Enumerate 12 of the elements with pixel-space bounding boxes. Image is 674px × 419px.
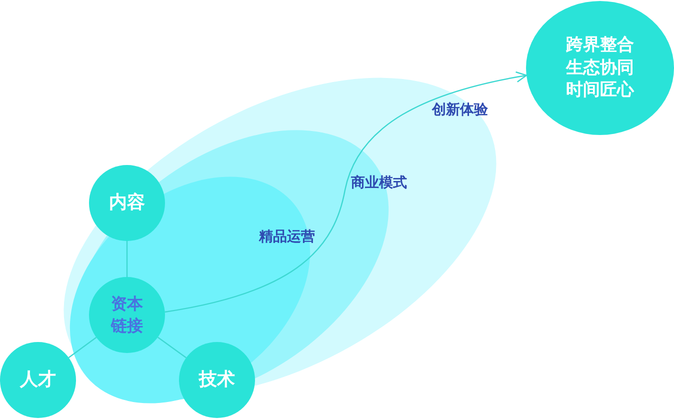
region-label: 商业模式 xyxy=(351,174,407,192)
node-label: 资本链接 xyxy=(111,293,143,337)
arrow xyxy=(164,72,528,313)
node-label: 跨界整合生态协同时间匠心 xyxy=(566,34,634,102)
node-label: 技术 xyxy=(199,368,235,392)
connector-line xyxy=(157,336,187,358)
region-label: 精品运营 xyxy=(259,228,315,246)
connector-line xyxy=(126,241,128,277)
node-label: 人才 xyxy=(20,368,56,392)
node-label: 内容 xyxy=(109,190,145,215)
region-label: 创新体验 xyxy=(432,101,488,119)
connector-line xyxy=(68,336,97,358)
